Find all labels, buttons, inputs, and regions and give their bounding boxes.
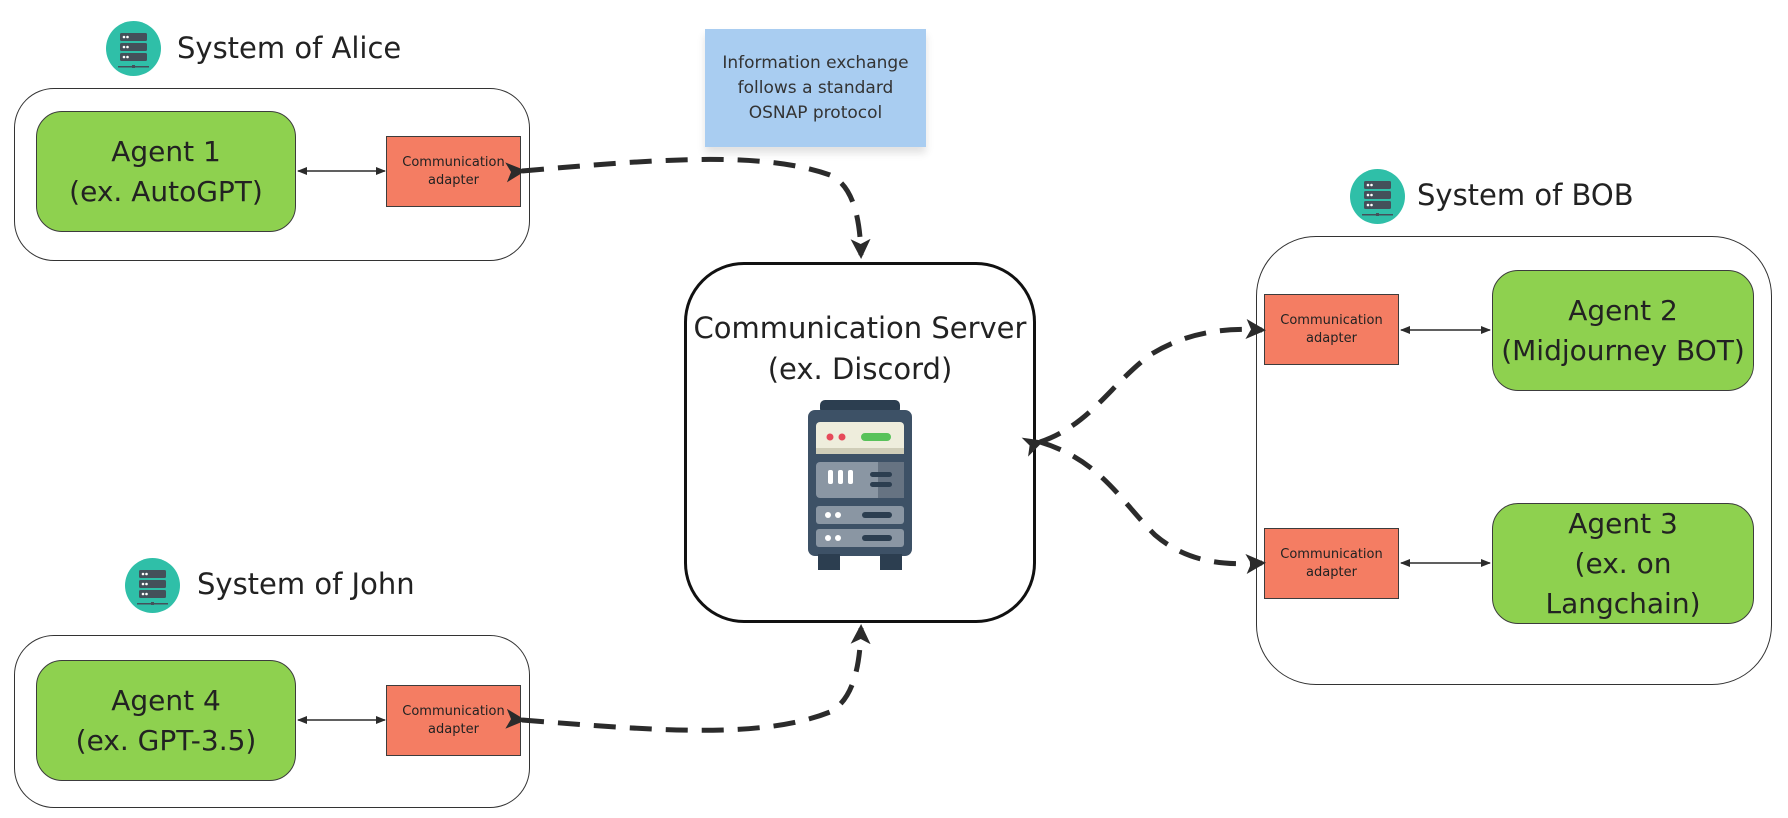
adapter-label: Communication adapter (1280, 312, 1383, 346)
alice-communication-adapter[interactable]: Communication adapter (386, 136, 521, 207)
adapter-label: Communication adapter (1280, 546, 1383, 580)
bob-agent2-server-connector (1021, 319, 1266, 457)
communication-server-label: Communication Server (ex. Discord) (693, 311, 1027, 386)
agent-4-box[interactable]: Agent 4 (ex. GPT-3.5) (36, 660, 296, 781)
alice-server-connector (505, 156, 871, 259)
john-server-connector (505, 624, 871, 733)
server-icon (125, 558, 180, 613)
bob-communication-adapter-1[interactable]: Communication adapter (1264, 294, 1399, 365)
agent-3-box[interactable]: Agent 3 (ex. on Langchain) (1492, 503, 1754, 624)
agent-1-box[interactable]: Agent 1 (ex. AutoGPT) (36, 111, 296, 232)
john-communication-adapter[interactable]: Communication adapter (386, 685, 521, 756)
system-bob-title: System of BOB (1417, 178, 1634, 212)
adapter-label: Communication adapter (402, 154, 505, 188)
server-icon (106, 21, 161, 76)
adapter-label: Communication adapter (402, 703, 505, 737)
server-icon (1350, 169, 1405, 224)
protocol-note: Information exchange follows a standard … (705, 29, 926, 147)
server-rack-icon (806, 398, 914, 571)
system-john-title: System of John (197, 567, 415, 601)
bob-agent3-server-connector (1039, 439, 1266, 574)
system-alice-title: System of Alice (177, 31, 402, 65)
agent-2-box[interactable]: Agent 2 (Midjourney BOT) (1492, 270, 1754, 391)
bob-communication-adapter-2[interactable]: Communication adapter (1264, 528, 1399, 599)
